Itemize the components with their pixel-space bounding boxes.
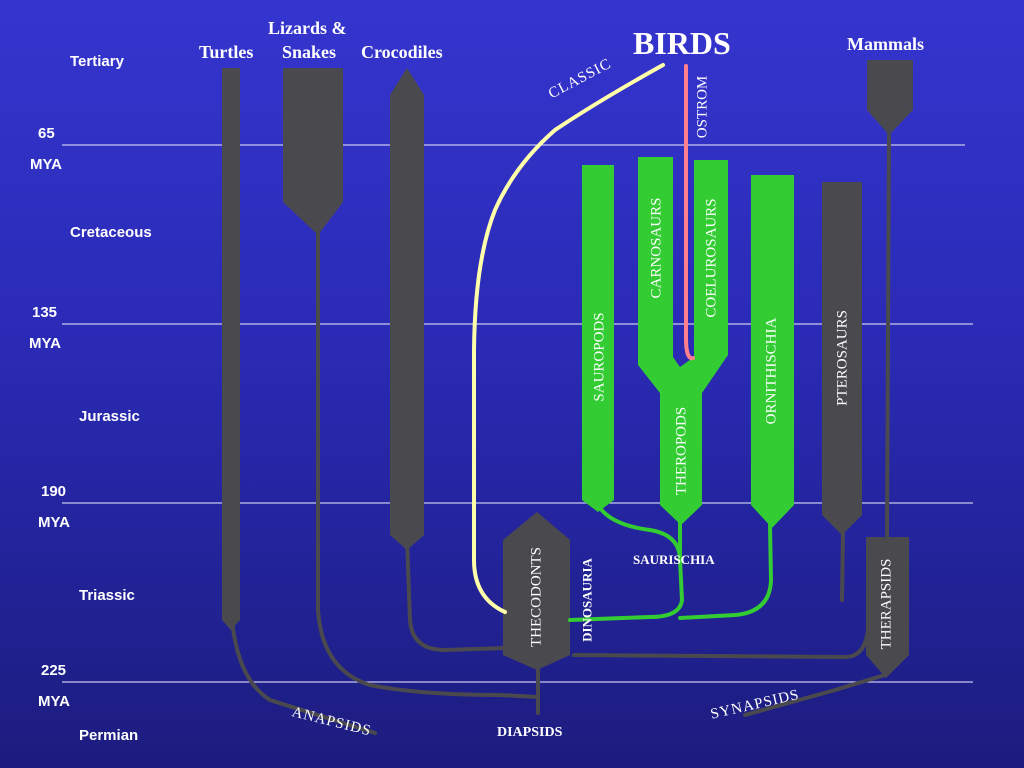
boundary-135-unit: MYA bbox=[29, 335, 61, 352]
boundary-225-unit: MYA bbox=[38, 693, 70, 710]
boundary-135-value: 135 bbox=[32, 304, 58, 321]
label-pterosaurs: PTEROSAURS bbox=[834, 310, 851, 406]
boundary-65-unit: MYA bbox=[30, 156, 62, 173]
thecodonts-shape bbox=[503, 512, 570, 670]
theropods-fork bbox=[638, 157, 728, 525]
crocodile-stem-line bbox=[405, 538, 507, 653]
boundary-190-unit: MYA bbox=[38, 514, 70, 531]
crocodiles-bar bbox=[390, 68, 424, 550]
heading-lizards-line2: Snakes bbox=[282, 42, 337, 62]
label-carnosaurs: CARNOSAURS bbox=[648, 197, 665, 299]
label-saurischia: SAURISCHIA bbox=[633, 552, 715, 567]
label-diapsids: DIAPSIDS bbox=[497, 725, 563, 740]
heading-turtles: Turtles bbox=[199, 42, 254, 62]
pterosaur-link-line bbox=[572, 628, 870, 660]
turtles-bar bbox=[222, 68, 240, 630]
ornithischia-bar bbox=[751, 175, 794, 528]
boundary-190-value: 190 bbox=[41, 483, 67, 500]
pterosaurs-bar bbox=[822, 182, 862, 535]
boundary-225-value: 225 bbox=[41, 662, 67, 679]
label-sauropods: SAUROPODS bbox=[591, 312, 608, 402]
heading-mammals: Mammals bbox=[847, 34, 924, 54]
period-tertiary: Tertiary bbox=[70, 53, 124, 70]
label-thecodonts: THECODONTS bbox=[528, 547, 545, 647]
ornithischia-line bbox=[678, 523, 774, 620]
anapsid-line bbox=[230, 618, 377, 735]
classic-origin-path bbox=[472, 63, 665, 614]
lizards-snakes-bar bbox=[283, 68, 343, 235]
heading-lizards-line1: Lizards & bbox=[268, 18, 347, 38]
lizard-stem-line bbox=[316, 228, 540, 699]
heading-crocodiles: Crocodiles bbox=[361, 42, 443, 62]
label-dinosauria: DINOSAURIA bbox=[579, 558, 595, 642]
saurischia-line bbox=[568, 503, 685, 622]
label-ornithischia: ORNITHISCHIA bbox=[763, 317, 780, 425]
green-lineage-lines bbox=[568, 503, 774, 622]
synapsid-line bbox=[743, 673, 887, 717]
green-clade-shapes bbox=[582, 157, 794, 528]
sauropods-bar bbox=[582, 165, 614, 512]
heading-birds: BIRDS bbox=[633, 25, 731, 61]
time-boundaries bbox=[62, 144, 973, 683]
label-therapsids: THERAPSIDS bbox=[878, 558, 895, 650]
ostrom-origin-path bbox=[684, 64, 695, 361]
mammal-stem-line bbox=[885, 128, 891, 542]
label-ostrom: OSTROM bbox=[694, 75, 711, 139]
pterosaur-stem-line bbox=[840, 528, 845, 602]
mammals-bar bbox=[867, 60, 913, 135]
label-theropods: THEROPODS bbox=[673, 406, 690, 496]
boundary-65-value: 65 bbox=[38, 125, 55, 142]
period-cretaceous: Cretaceous bbox=[70, 224, 152, 241]
therapsids-shape bbox=[866, 537, 909, 678]
label-coelurosaurs: COELUROSAURS bbox=[703, 198, 720, 318]
gray-clade-shapes bbox=[222, 60, 913, 678]
period-jurassic: Jurassic bbox=[79, 408, 140, 425]
period-permian: Permian bbox=[79, 727, 139, 744]
period-triassic: Triassic bbox=[79, 587, 135, 604]
